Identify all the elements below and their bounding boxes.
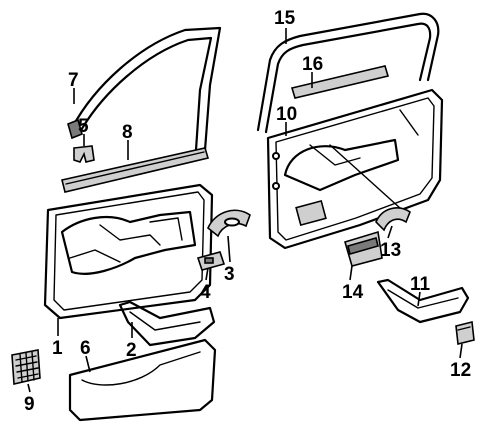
rear-belt-molding	[290, 65, 390, 99]
callout-1: 1	[52, 338, 63, 359]
callout-8: 8	[122, 122, 133, 143]
callout-12: 12	[450, 360, 471, 381]
callout-2: 2	[126, 340, 137, 361]
callout-4: 4	[200, 282, 211, 303]
rear-armrest	[376, 278, 470, 324]
callout-3: 3	[224, 264, 235, 285]
front-door-trim-panel	[43, 183, 214, 320]
callout-9: 9	[24, 394, 35, 415]
callout-11: 11	[410, 274, 431, 295]
callout-16: 16	[302, 54, 323, 75]
rear-handle-bezel	[375, 207, 411, 232]
front-lower-panel	[68, 338, 217, 422]
clip-part	[73, 145, 95, 163]
callout-14: 14	[342, 282, 364, 303]
callout-10: 10	[276, 104, 297, 125]
callout-labels: 7 5 8 1 2 3 4 6 9 15 16 10 13 14 11 12	[24, 8, 471, 415]
callout-7: 7	[68, 70, 79, 91]
cover-cap	[455, 321, 475, 345]
front-belt-molding	[61, 147, 210, 193]
front-switch	[196, 251, 226, 271]
rear-door-trim-panel	[266, 88, 444, 250]
callout-15: 15	[274, 8, 296, 29]
callout-13: 13	[380, 240, 401, 261]
front-handle-bezel	[207, 209, 251, 238]
front-armrest	[118, 300, 216, 347]
leader-lines	[27, 28, 463, 393]
callout-6: 6	[80, 338, 91, 359]
speaker-grille	[11, 349, 41, 385]
callout-5: 5	[78, 116, 89, 137]
front-window-channel	[67, 26, 222, 152]
rear-window-channel	[256, 12, 440, 134]
rear-pocket	[344, 230, 383, 267]
